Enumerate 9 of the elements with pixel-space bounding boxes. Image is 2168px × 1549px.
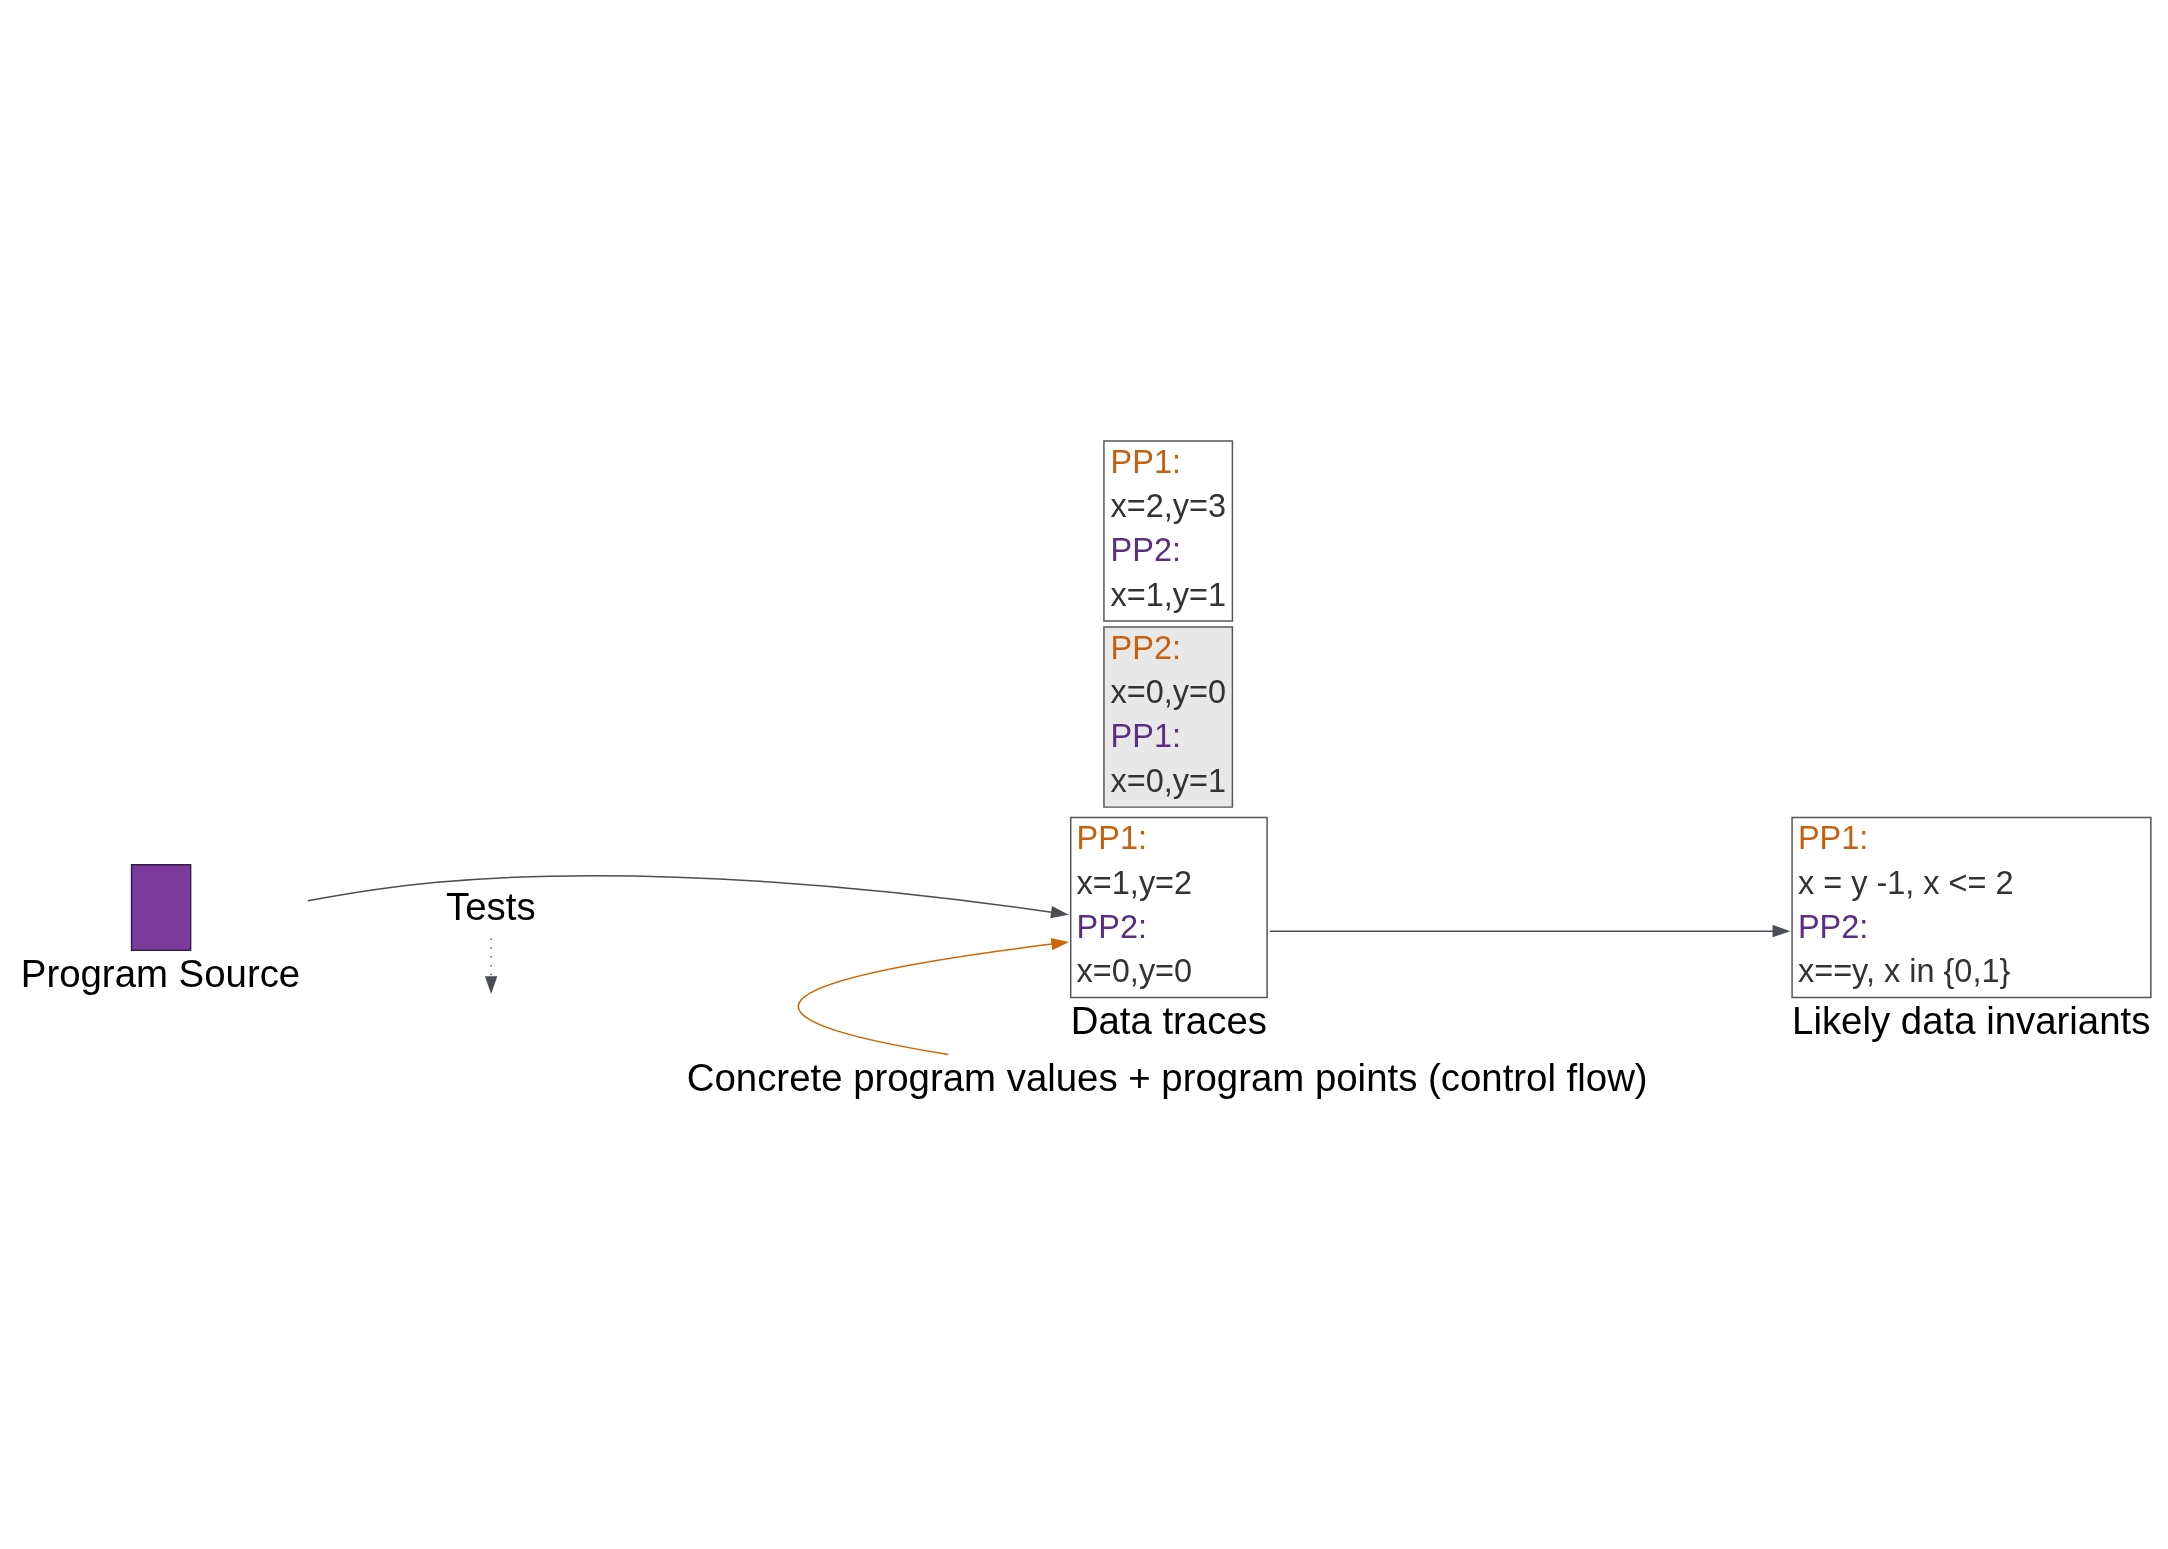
arrow [797,937,1070,1055]
node-text: Tests [446,884,536,928]
node-text: Concrete program values + program points (control flow) [686,1055,1648,1099]
arrow [307,874,1069,918]
arrow [1268,924,1791,937]
arrow [484,937,498,994]
node-label: Program Source [20,951,301,995]
node-label: Likely data invariants [1792,998,2151,1042]
node-label: Data traces [1070,998,1267,1042]
